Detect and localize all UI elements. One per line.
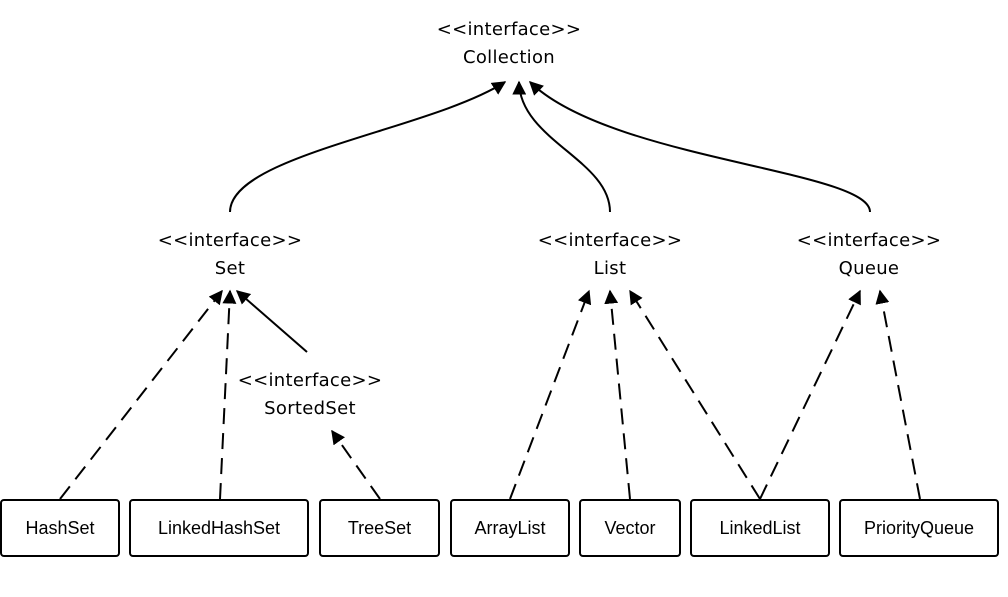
edge-vector-implements-list [604, 289, 631, 500]
edge-treeset-implements-sortedset [331, 429, 381, 500]
collection-stereotype: <<interface>> [436, 19, 582, 40]
class-box-linkedlist[interactable]: LinkedList [690, 499, 830, 557]
edge-linkedlist-implements-list [629, 289, 761, 500]
set-stereotype: <<interface>> [157, 230, 303, 251]
list-interface[interactable]: <<interface>> List [510, 227, 710, 283]
class-label-linkedlist: LinkedList [719, 517, 801, 538]
class-box-treeset[interactable]: TreeSet [319, 499, 440, 557]
class-box-vector[interactable]: Vector [579, 499, 681, 557]
edge-linkedhashset-implements-set [219, 289, 237, 500]
sortedset-stereotype: <<interface>> [237, 370, 383, 391]
list-stereotype: <<interface>> [537, 230, 683, 251]
edge-priorityqueue-implements-queue [875, 289, 921, 500]
class-label-vector: Vector [604, 517, 656, 538]
sortedset-interface[interactable]: <<interface>> SortedSet [210, 367, 410, 423]
edge-queue-extends-collection [528, 81, 871, 213]
queue-name: Queue [838, 258, 900, 279]
class-label-linkedhashset: LinkedHashSet [157, 517, 281, 538]
edge-hashset-implements-set [59, 289, 223, 500]
edge-linkedlist-implements-queue [759, 289, 861, 500]
edge-set-extends-collection [229, 81, 507, 213]
class-box-priorityqueue[interactable]: PriorityQueue [839, 499, 999, 557]
class-label-priorityqueue: PriorityQueue [863, 517, 975, 538]
queue-interface[interactable]: <<interface>> Queue [769, 227, 969, 283]
set-name: Set [214, 258, 246, 279]
class-label-arraylist: ArrayList [474, 517, 546, 538]
sortedset-name: SortedSet [264, 398, 356, 419]
list-name: List [593, 258, 627, 279]
set-interface[interactable]: <<interface>> Set [130, 227, 330, 283]
queue-stereotype: <<interface>> [796, 230, 942, 251]
edge-sortedset-extends-set [235, 290, 308, 353]
class-label-treeset: TreeSet [347, 517, 412, 538]
class-box-hashset[interactable]: HashSet [0, 499, 120, 557]
class-label-hashset: HashSet [25, 517, 95, 538]
edge-arraylist-implements-list [509, 289, 592, 500]
class-box-arraylist[interactable]: ArrayList [450, 499, 570, 557]
edge-list-extends-collection [512, 80, 611, 213]
collection-interface[interactable]: <<interface>> Collection [409, 16, 609, 72]
class-box-linkedhashset[interactable]: LinkedHashSet [129, 499, 309, 557]
collection-name: Collection [462, 47, 556, 68]
